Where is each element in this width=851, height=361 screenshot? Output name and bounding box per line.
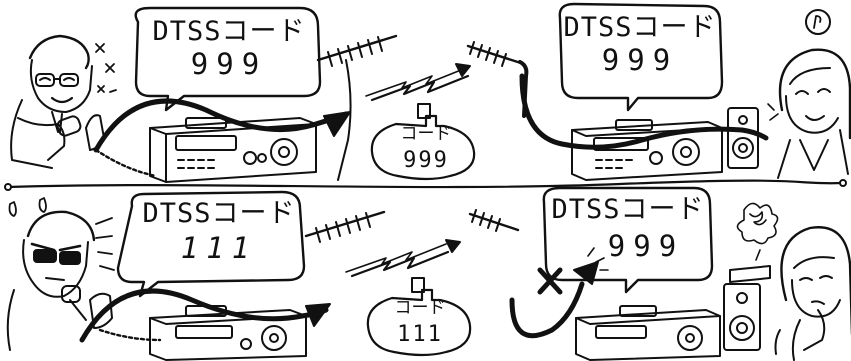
speech-bubble-receiver-top (558, 2, 724, 112)
radio-transceiver-icon (149, 305, 307, 361)
antenna-icon (316, 34, 398, 181)
antenna-icon (466, 41, 529, 118)
receiver-bubble-title: DTSSコード (563, 12, 717, 43)
scribble-icon (736, 202, 779, 261)
signal-bubble-title-bottom: コード (394, 298, 446, 318)
antenna-icon (304, 210, 386, 243)
antenna-icon (468, 209, 520, 232)
music-note-icon (805, 9, 831, 35)
excitement-marks (95, 43, 117, 93)
signal-bubble-code-bottom: 111 (397, 322, 443, 347)
receiver-bubble-code: 999 (601, 43, 679, 77)
signal-bubble-code: 999 (403, 148, 449, 173)
signal-code-bubble-top (370, 103, 476, 181)
sender-man-frustrated (6, 210, 162, 351)
row-divider (4, 179, 847, 191)
transmission-arrow-bottom (79, 288, 331, 343)
speech-bubble-sender-top (134, 6, 322, 112)
receiver-woman-happy (767, 48, 851, 179)
transmission-arrow-top (93, 98, 351, 153)
sender-bubble-title: DTSSコード (152, 16, 306, 47)
receiver-woman-puzzled (774, 226, 851, 361)
speaker-icon (723, 265, 771, 351)
sender-bubble-code: 999 (190, 47, 268, 81)
radio-wave-icon (345, 239, 461, 278)
speech-bubble-sender-bottom (116, 190, 306, 298)
rejected-arrow-bottom (509, 247, 609, 339)
speaker-icon (727, 107, 759, 169)
signal-bubble-title: コード (400, 124, 452, 144)
sweat-drops (8, 197, 115, 271)
signal-code-bubble-bottom (366, 277, 472, 357)
receiving-arrow-top (519, 73, 769, 150)
sender-man-happy (10, 34, 158, 178)
receiver-bubble-title-bottom: DTSSコード (551, 194, 705, 225)
sender-bubble-title-bottom: DTSSコード (142, 198, 296, 229)
radio-transceiver-icon (575, 305, 721, 361)
radio-wave-icon (365, 63, 471, 102)
receiver-bubble-code-bottom: 999 (607, 229, 685, 263)
radio-transceiver-icon (149, 117, 317, 183)
sender-bubble-code-bottom: 111 (180, 231, 258, 265)
cross-mark-icon (537, 267, 563, 295)
